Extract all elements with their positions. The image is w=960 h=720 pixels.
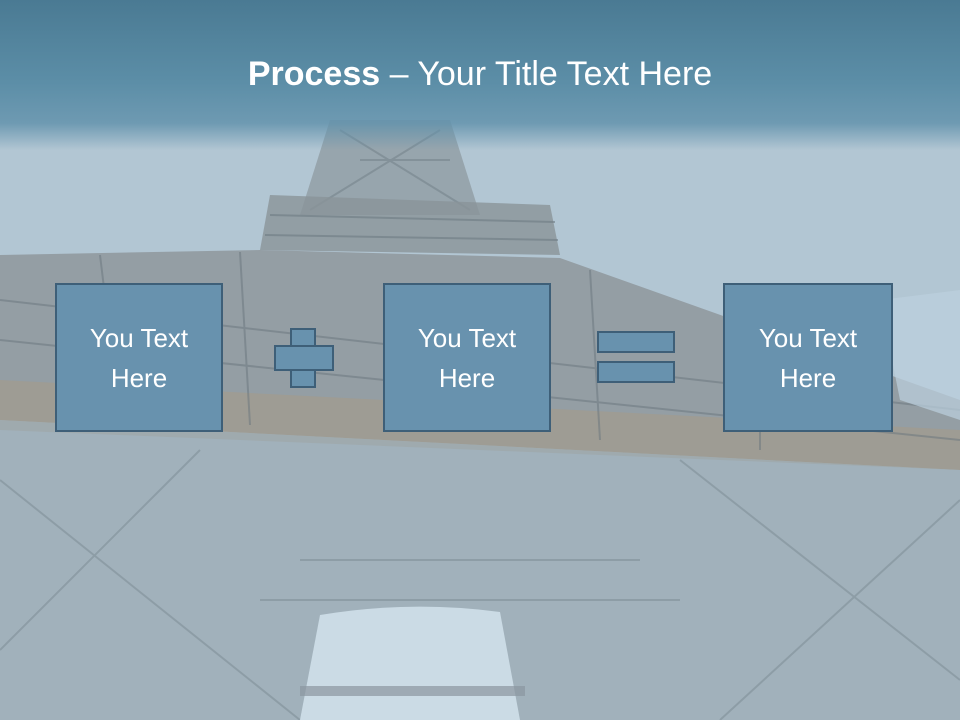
process-box-1-text: You Text Here	[89, 322, 189, 393]
title-bold: Process	[247, 55, 381, 93]
slide-title: Process – Your Title Text Here	[0, 52, 960, 96]
title-band	[0, 0, 960, 150]
process-box-2-text: You Text Here	[417, 322, 517, 393]
process-box-3: You Text Here	[723, 283, 893, 432]
title-rest: – Your Title Text Here	[380, 55, 713, 93]
process-box-1: You Text Here	[55, 283, 223, 432]
process-box-3-text: You Text Here	[758, 322, 858, 393]
process-box-2: You Text Here	[383, 283, 551, 432]
